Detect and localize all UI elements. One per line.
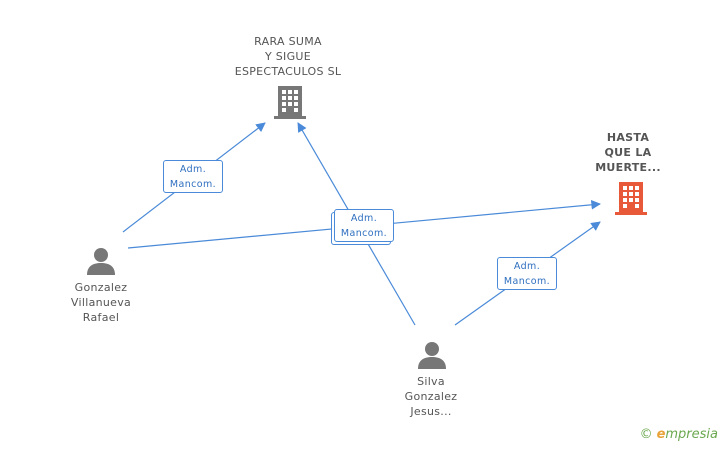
empresia-logo: ©empresia [640,427,718,442]
building-icon[interactable] [274,84,306,120]
company-label-hasta[interactable]: HASTA QUE LA MUERTE... [595,131,661,174]
company-label-rara[interactable]: RARA SUMA Y SIGUE ESPECTACULOS SL [234,35,342,78]
brand-name: mpresia [665,427,718,442]
brand-initial: e [656,427,666,442]
person-label-silva[interactable]: Silva Gonzalez Jesus... [404,375,458,418]
relation-badge[interactable]: Adm. Mancom. [334,209,394,242]
person-icon[interactable] [86,246,116,276]
person-icon[interactable] [417,340,447,370]
relation-badge[interactable]: Adm. Mancom. [163,160,223,193]
building-icon[interactable] [615,180,647,216]
copyright-symbol: © [639,427,653,442]
person-label-gonzalez[interactable]: Gonzalez Villanueva Rafael [70,281,132,324]
relation-badge[interactable]: Adm. Mancom. [497,257,557,290]
